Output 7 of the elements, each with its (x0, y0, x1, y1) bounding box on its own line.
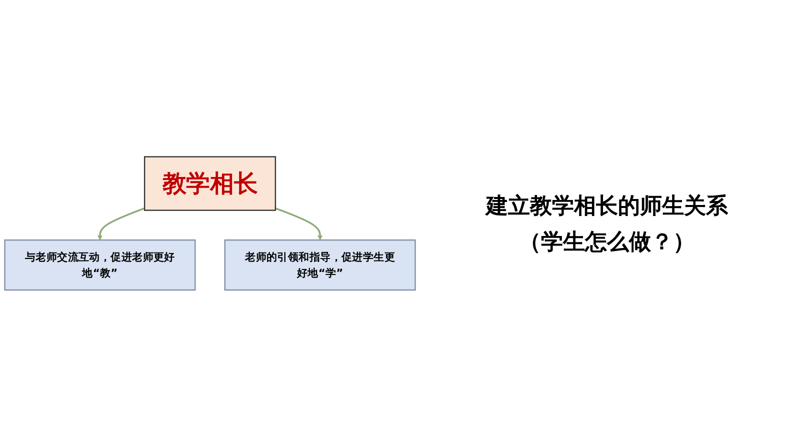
heading-text: 建立教学相长的师生关系 (484, 192, 729, 220)
arrow (275, 208, 323, 240)
node-box: 教学相长 (144, 156, 276, 211)
arrow (97, 208, 145, 240)
node-box: 与老师交流互动，促进老师更好地“教” (4, 240, 196, 291)
heading-text: （学生怎么做？） (518, 228, 696, 256)
node-box: 老师的引领和指导，促进学生更好地“学” (224, 240, 416, 291)
